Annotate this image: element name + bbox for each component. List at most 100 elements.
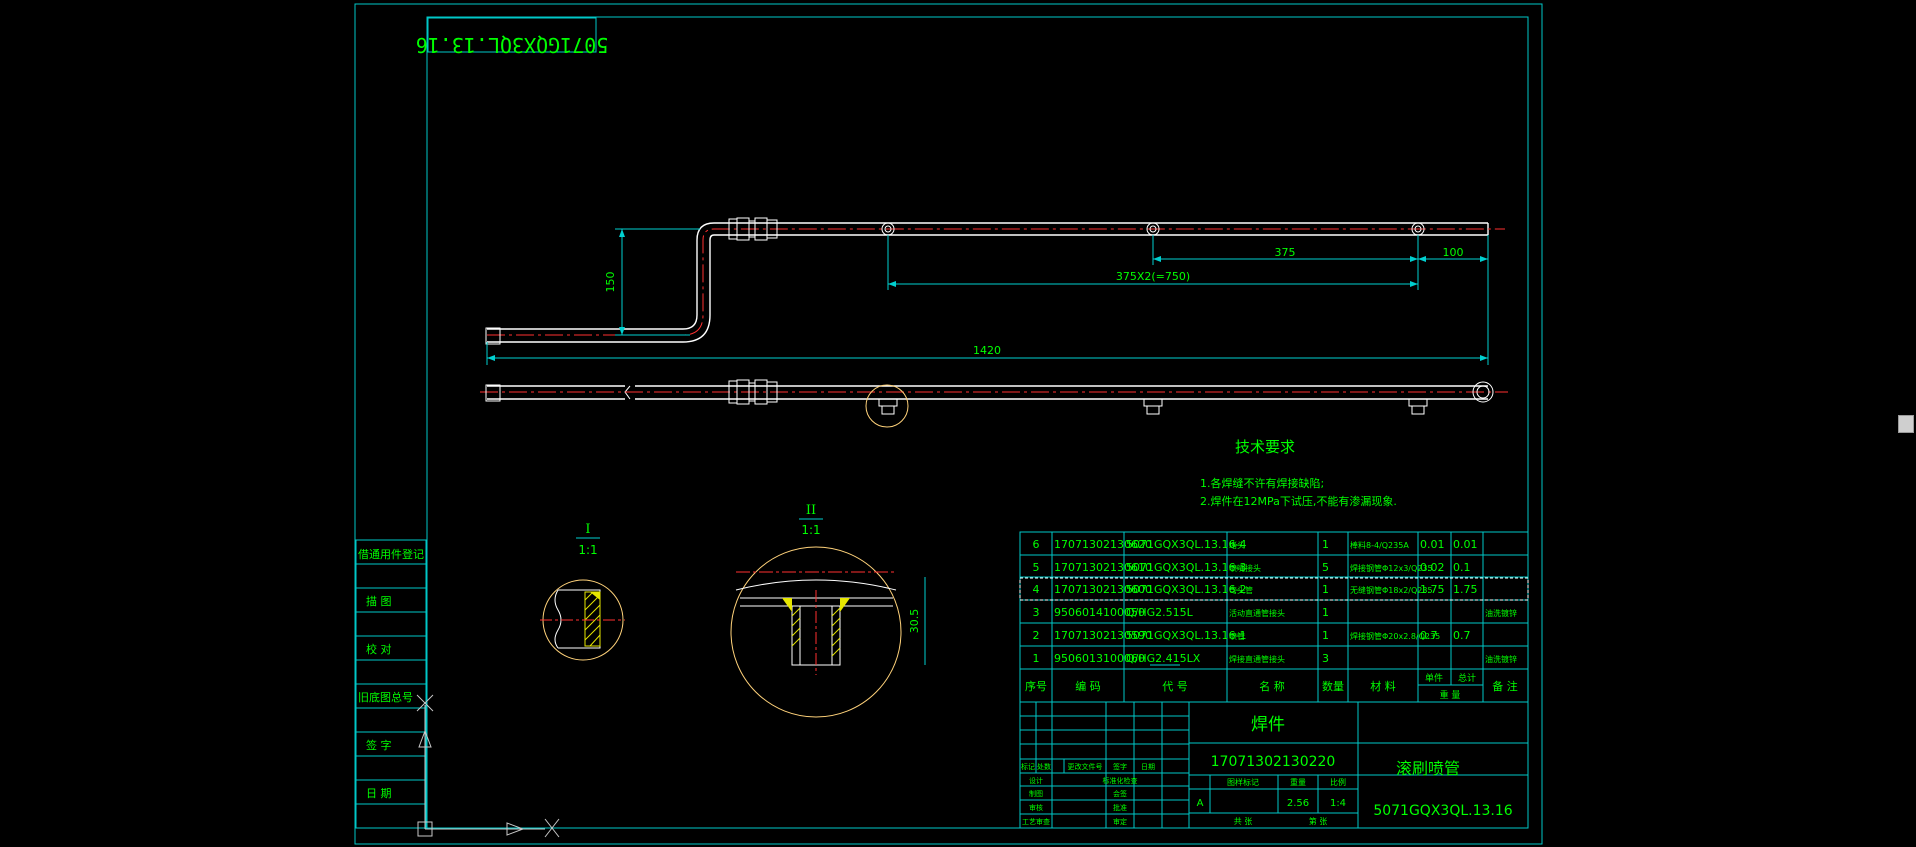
bom-cell-dwg: 5071GQX3QL.13.16-2: [1126, 583, 1246, 596]
bom-header-remark: 备 注: [1492, 679, 1518, 693]
bom-header-single: 单件: [1425, 672, 1443, 684]
dim-1420: 1420: [973, 344, 1001, 357]
tb-scale-value: 1:4: [1330, 798, 1346, 809]
dimension-arrows: [487, 229, 1488, 361]
bom-header-weight: 重 量: [1440, 689, 1461, 701]
bom-header-total: 总计: [1458, 672, 1476, 684]
bom-cell-total: 0.01: [1453, 538, 1478, 551]
tb-weight: 重量: [1290, 777, 1306, 787]
bom-cell-qty: 1: [1322, 583, 1329, 596]
dim-150: 150: [604, 272, 617, 293]
dim-30-5: 30.5: [908, 609, 921, 634]
dim-375: 375: [1275, 246, 1296, 259]
bom-cell-total: 1.75: [1453, 583, 1478, 596]
tb-sign: 签字: [1113, 762, 1127, 771]
dim-375x2: 375X2(=750): [1116, 270, 1190, 283]
tb-countersign: 会签: [1113, 789, 1127, 798]
bom-cell-dwg: 5071GQX3QL.13.16-1: [1126, 629, 1246, 642]
side-stamp-3: 校 对: [366, 642, 392, 656]
detail-ii: II 1:1: [730, 503, 902, 718]
bom-header-name: 名 称: [1259, 679, 1285, 693]
bom-cell-no: 4: [1033, 583, 1040, 596]
bom-cell-name: 堵头: [1229, 540, 1245, 550]
bom-cell-code: 17071302130590: [1054, 629, 1152, 642]
tb-date: 日期: [1141, 763, 1155, 771]
sheet-inner-frame: [426, 16, 1529, 829]
bom-cell-name: 弯头管: [1229, 585, 1253, 595]
tb-check: 审核: [1029, 803, 1043, 812]
tb-approve: 批准: [1113, 803, 1127, 812]
bom-cell-name: 喷管: [1229, 631, 1245, 641]
tb-process: 工艺审查: [1022, 817, 1050, 826]
detail-ii-scale: 1:1: [801, 523, 820, 537]
bom-header-code: 编 码: [1075, 679, 1101, 693]
pipe-front-view: [485, 217, 1505, 345]
bom-cell-name: 焊接直通管接头: [1229, 654, 1285, 664]
bom-header-mat: 材 料: [1370, 679, 1396, 693]
tb-scale: 比例: [1330, 777, 1346, 787]
bom-cell-dwg: 5071GQX3QL.13.16-4: [1126, 538, 1246, 551]
bom-cell-code: 9506014100050: [1054, 606, 1145, 619]
bom-cell-qty: 5: [1322, 561, 1329, 574]
bom-cell-mat: 焊接钢管Φ20x2.8/Q235: [1350, 631, 1440, 641]
detail-i: I 1:1: [540, 522, 625, 661]
bom-cell-no: 3: [1033, 606, 1040, 619]
bom-cell-name: 喷嘴接头: [1229, 563, 1261, 573]
tb-draw: 制图: [1029, 789, 1043, 798]
sheet-outer-frame: [354, 3, 1543, 845]
detail-i-scale: 1:1: [578, 543, 597, 557]
tb-std-check: 标准化检查: [1103, 776, 1138, 785]
bom-header-dwg: 代 号: [1162, 680, 1188, 693]
drawing-number: 5071GQX3QL.13.16: [1373, 803, 1512, 819]
tb-sheet: 第 张: [1309, 816, 1328, 826]
side-stamp-1: 借通用件登记: [358, 547, 424, 561]
bom-cell-mat: 无缝钢管Φ18x2/Q235: [1350, 585, 1433, 595]
technical-requirements: 技术要求 1.各焊缝不许有焊接缺陷; 2.焊件在12MPa下试压,不能有渗漏现象…: [1200, 438, 1397, 508]
bom-cell-unit: 0.01: [1420, 538, 1445, 551]
bom-cell-code: 17071302130620: [1054, 538, 1152, 551]
bom-cell-dwg: 5071GQX3QL.13.16-3: [1126, 561, 1246, 574]
tb-stage-value: A: [1197, 798, 1204, 809]
drawing-stamp-text: 5071GQX3QL.13.16: [416, 33, 609, 57]
title-block-text: 焊件 17071302130220 滚刷喷管 5071GQX3QL.13.16 …: [1021, 715, 1513, 826]
bom-header-no: 序号: [1025, 679, 1047, 693]
part-name: 焊件: [1251, 715, 1285, 735]
tb-weight-value: 2.56: [1287, 798, 1309, 809]
side-stamp-4: 旧底图总号: [358, 690, 413, 704]
detail-i-label: I: [585, 522, 590, 537]
detail-ii-label: II: [806, 503, 816, 518]
bom-cell-code: 9506013100060: [1054, 652, 1145, 665]
part-code: 17071302130220: [1211, 754, 1336, 770]
tb-design: 设计: [1029, 776, 1043, 785]
bom-cell-no: 1: [1033, 652, 1040, 665]
bom-cell-code: 17071302130600: [1054, 583, 1152, 596]
tb-change: 更改文件号: [1068, 762, 1103, 771]
drawing-title: 滚刷喷管: [1396, 759, 1460, 778]
tb-approve2: 审定: [1113, 817, 1127, 826]
bom-cell-total: 0.1: [1453, 561, 1471, 574]
bom-cell-unit: 0.02: [1420, 561, 1445, 574]
bom-cell-dwg: Q/HG2.415LX: [1126, 652, 1201, 665]
dim-100: 100: [1443, 246, 1464, 259]
bom-cell-mat: 焊接钢管Φ12x3/Q235: [1350, 563, 1433, 573]
pipe-plan-view: [480, 379, 1508, 428]
side-stamp-5: 签 字: [366, 738, 392, 752]
bom-cell-qty: 3: [1322, 652, 1329, 665]
tb-mark: 标记: [1021, 762, 1035, 771]
bom-cell-total: 0.7: [1453, 629, 1471, 642]
bom-cell-dwg: Q/HG2.515L: [1126, 606, 1194, 619]
tb-stage: 图样标记: [1227, 777, 1259, 787]
bom-header-qty: 数量: [1322, 680, 1344, 693]
bom-cell-unit: 1.75: [1420, 583, 1445, 596]
bom-cell-code: 17071302130610: [1054, 561, 1152, 574]
tb-count: 处数: [1037, 762, 1051, 771]
vertical-scrollbar-thumb[interactable]: [1898, 415, 1914, 433]
bom-cell-unit: 0.7: [1420, 629, 1438, 642]
bom-cell-name: 活动直通管接头: [1229, 608, 1285, 618]
drawing-stamp-box: [427, 17, 597, 53]
bom-header: 序号 编 码 代 号 名 称 数量 材 料 单件 总计 重 量 备 注: [1025, 672, 1518, 701]
ucs-icon: [416, 694, 560, 838]
side-stamp-6: 日 期: [366, 787, 392, 800]
